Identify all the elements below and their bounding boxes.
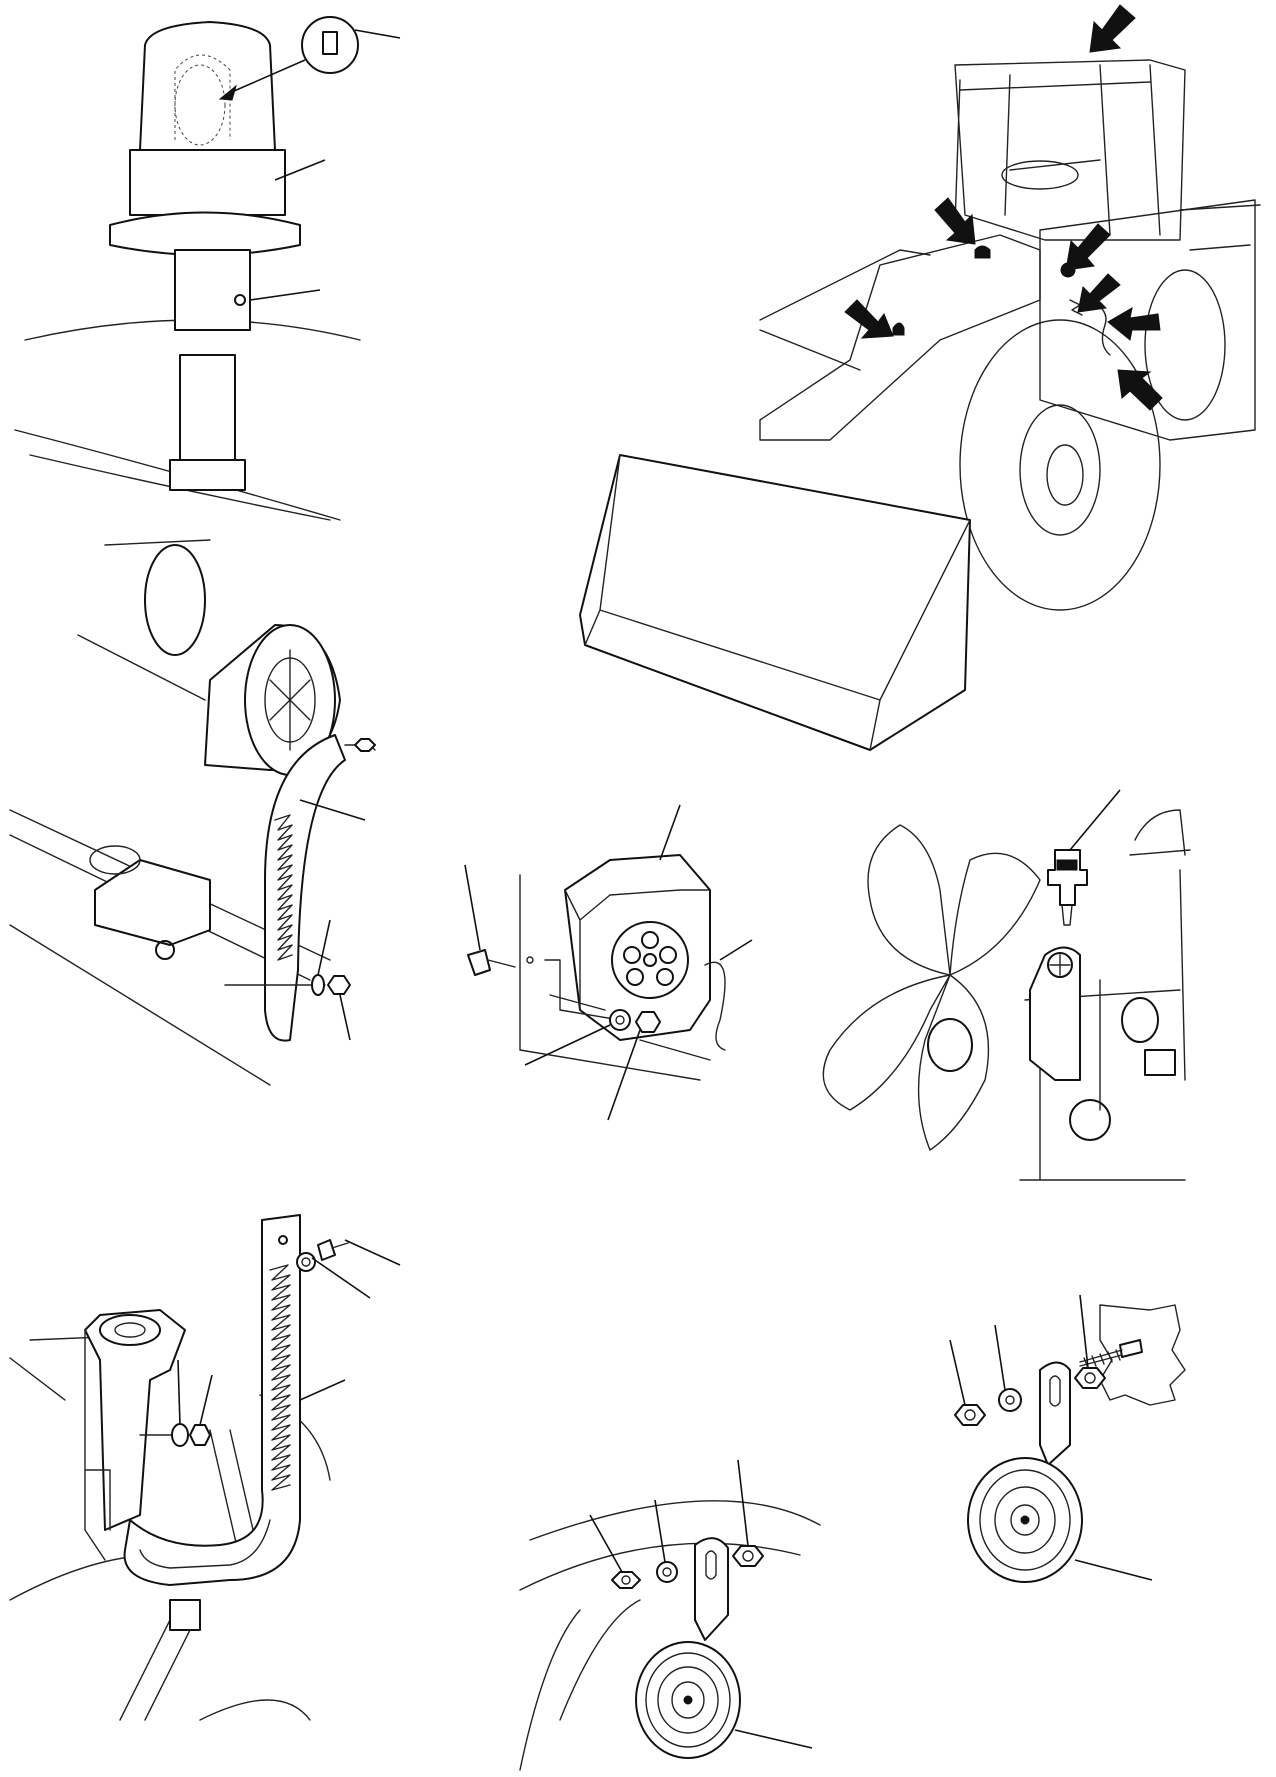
sender-bracket xyxy=(1029,946,1081,1081)
socket-face xyxy=(611,921,689,999)
horn-bracket-right xyxy=(1039,1361,1071,1466)
socket-washer xyxy=(609,1009,631,1031)
horn-nut-left xyxy=(611,1571,641,1589)
bulb-icon xyxy=(322,31,338,55)
locator-arrow-socket xyxy=(1065,223,1111,271)
alternator-pulley xyxy=(144,544,206,656)
horn-spacer-left xyxy=(732,1545,764,1567)
locator-arrow-strap-2 xyxy=(1117,369,1163,411)
locator-arrow-horn xyxy=(844,299,894,339)
bulb-callout-circle xyxy=(301,16,359,74)
frame-ground-strap xyxy=(123,1214,301,1586)
loader-cab xyxy=(954,59,1186,241)
temperature-sender xyxy=(1047,849,1088,906)
horn-bracket-left xyxy=(694,1537,729,1641)
loader-bucket xyxy=(579,454,971,751)
beacon-flange xyxy=(109,211,301,256)
strap-top-washer xyxy=(296,1252,316,1272)
temperature-sender-panel xyxy=(822,789,1191,1181)
horn-left-panel xyxy=(519,1459,821,1771)
strap-lower-washer xyxy=(171,1423,189,1447)
loader-overview-panel xyxy=(579,4,1261,751)
horn-washer-right xyxy=(998,1388,1022,1412)
front-wheel xyxy=(959,319,1161,611)
socket-nut xyxy=(635,1011,661,1033)
cooling-fan xyxy=(822,824,1041,1151)
loader-lift-arm xyxy=(759,234,1041,441)
horn-washer-left xyxy=(656,1561,678,1583)
beacon-lamp-panel xyxy=(14,16,401,521)
strap-nut-upper xyxy=(354,738,376,752)
socket-cable xyxy=(704,961,726,1051)
trailer-socket-housing xyxy=(564,854,711,1041)
horn-location-mark xyxy=(892,322,905,336)
rear-wheel xyxy=(1144,269,1226,421)
horn-mount-plate xyxy=(1099,1304,1186,1406)
sender-terminal xyxy=(1056,859,1078,871)
engine-frame-block xyxy=(94,859,211,946)
strap-washer xyxy=(311,974,325,996)
beacon-socket xyxy=(174,249,251,331)
strap-lower-nut xyxy=(189,1424,211,1446)
strap-top-bolt xyxy=(317,1239,336,1261)
ground-strap xyxy=(264,734,346,1042)
rear-socket-panel xyxy=(464,804,753,1121)
steering-wheel xyxy=(1001,160,1079,190)
strap-nut-lower xyxy=(327,975,351,995)
ground-strap-frame-panel xyxy=(9,1214,401,1721)
locator-arrow-strap-1 xyxy=(1107,307,1161,341)
fan-hub xyxy=(927,1018,973,1072)
locator-arrow-roof xyxy=(1089,4,1136,53)
locator-arrow-sender xyxy=(1077,273,1121,313)
engine-hood xyxy=(1039,199,1256,441)
beacon-base xyxy=(129,149,286,216)
locator-arrow-beacon xyxy=(934,197,976,245)
horn-right-panel xyxy=(949,1294,1186,1583)
ground-strap-alternator-panel xyxy=(9,539,376,1086)
horn-spacer-right xyxy=(1074,1367,1106,1389)
socket-bolt xyxy=(467,949,491,976)
socket-screw xyxy=(234,294,246,306)
beacon-dome xyxy=(139,21,276,151)
beacon-location-mark xyxy=(974,245,991,259)
engine-box xyxy=(1144,1049,1176,1076)
horn-bolt-thread xyxy=(1079,1349,1123,1369)
beacon-mount-post xyxy=(179,354,236,461)
horn-nut-right xyxy=(954,1404,986,1426)
